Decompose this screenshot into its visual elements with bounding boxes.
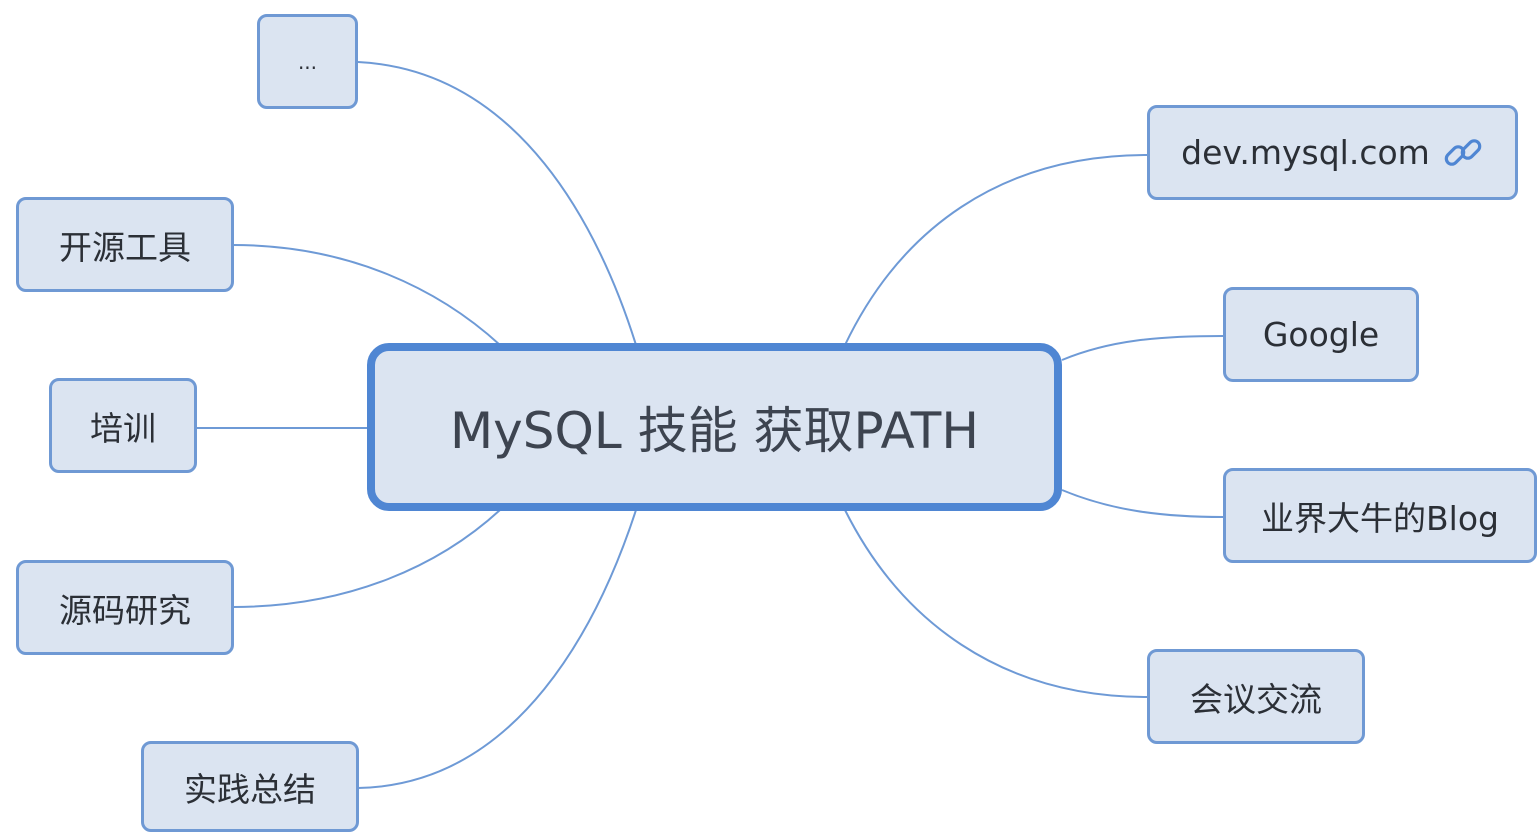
link-icon[interactable]	[1442, 132, 1484, 174]
node-dev-mysql[interactable]: dev.mysql.com	[1147, 105, 1518, 200]
connector-dev-mysql	[844, 154, 1148, 346]
connector-source-code-research	[232, 509, 501, 608]
node-training-label: 培训	[90, 408, 156, 448]
node-ellipsis[interactable]: ...	[257, 14, 358, 109]
node-ellipsis-label: ...	[297, 49, 318, 74]
node-google[interactable]: Google	[1223, 287, 1419, 382]
central-topic[interactable]: MySQL 技能 获取PATH	[367, 343, 1062, 511]
connector-google	[1061, 335, 1224, 361]
connector-industry-blog	[1061, 489, 1224, 518]
central-topic-label: MySQL 技能 获取PATH	[450, 402, 979, 460]
connector-ellipsis	[357, 61, 637, 346]
node-conference-label: 会议交流	[1190, 679, 1322, 719]
node-google-label: Google	[1262, 315, 1380, 354]
node-practice-summary-label: 实践总结	[184, 769, 316, 809]
node-open-source-tools-label: 开源工具	[59, 227, 191, 267]
node-training[interactable]: 培训	[49, 378, 197, 473]
connector-open-source-tools	[232, 244, 501, 346]
node-source-code-research-label: 源码研究	[59, 590, 191, 630]
node-industry-blog-label: 业界大牛的Blog	[1261, 498, 1499, 538]
node-source-code-research[interactable]: 源码研究	[16, 560, 234, 655]
node-open-source-tools[interactable]: 开源工具	[16, 197, 234, 292]
connector-conference	[844, 509, 1148, 698]
node-practice-summary[interactable]: 实践总结	[141, 741, 359, 832]
node-conference[interactable]: 会议交流	[1147, 649, 1365, 744]
node-dev-mysql-label: dev.mysql.com	[1181, 133, 1430, 172]
node-industry-blog[interactable]: 业界大牛的Blog	[1223, 468, 1537, 563]
connector-practice-summary	[357, 509, 637, 789]
